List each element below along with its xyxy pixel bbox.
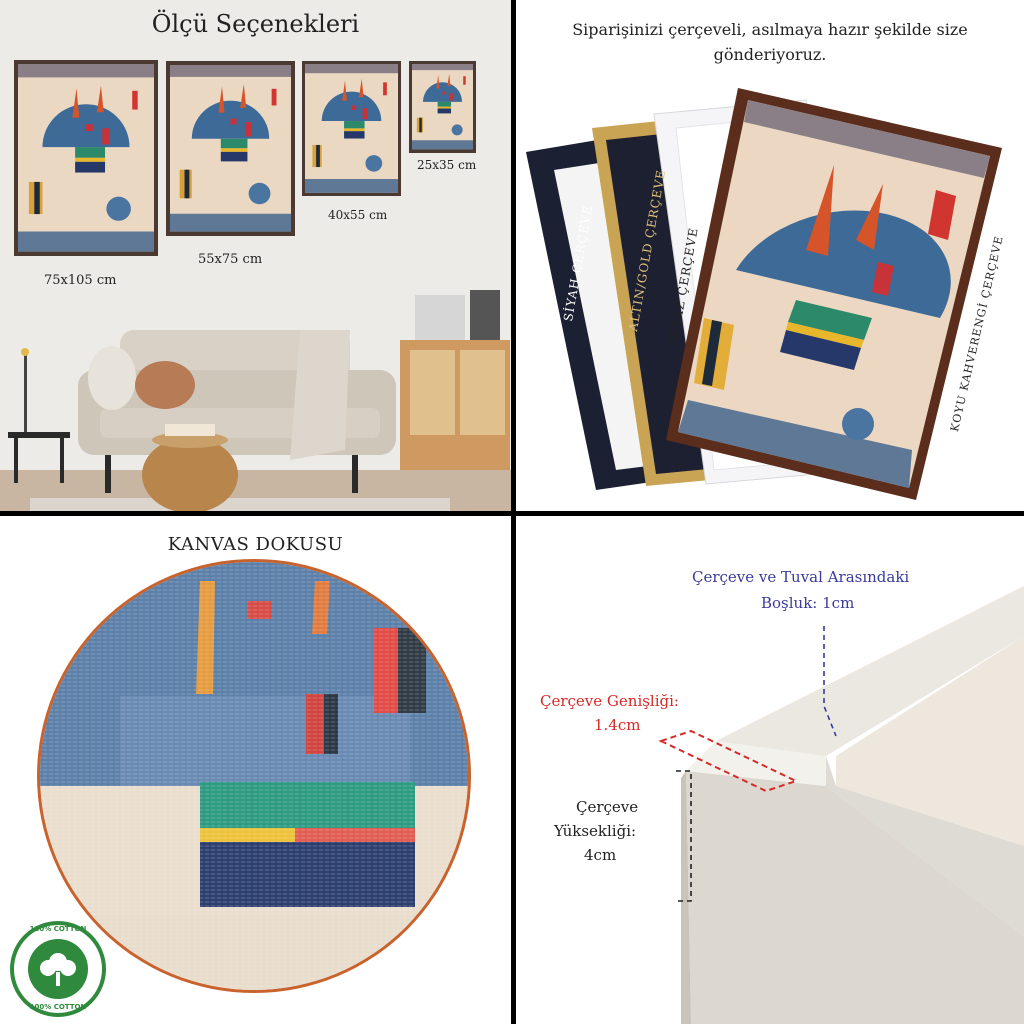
size-options-panel: Ölçü Seçenekleri 75x105 cm 55x75 cm 40x5… bbox=[0, 0, 511, 511]
frame-stack-illustration bbox=[526, 88, 1002, 500]
size-label-55x75: 55x75 cm bbox=[198, 252, 263, 267]
side-table bbox=[8, 348, 70, 483]
width-label-line2: 1.4cm bbox=[594, 716, 641, 734]
frame-headline-line2: gönderiyoruz. bbox=[713, 45, 827, 64]
cotton-icon bbox=[40, 953, 76, 986]
gap-label-line1: Çerçeve ve Tuval Arasındaki bbox=[692, 568, 910, 586]
canvas-texture-panel: KANVAS DOKUSU bbox=[0, 516, 511, 1024]
size-label-40x55: 40x55 cm bbox=[328, 208, 388, 222]
brown-frame bbox=[666, 88, 1002, 500]
cabinet bbox=[400, 290, 510, 470]
cotton-badge bbox=[10, 921, 106, 1017]
sofa bbox=[78, 330, 396, 493]
height-label-line1: Çerçeve bbox=[576, 798, 639, 816]
size-frame-25x35 bbox=[409, 61, 476, 153]
width-label-line1: Çerçeve Genişliği: bbox=[540, 692, 679, 710]
size-frame-75x105 bbox=[14, 60, 158, 256]
badge-text-top: 100% COTTON bbox=[29, 925, 87, 933]
size-frame-40x55 bbox=[302, 61, 401, 196]
size-title: Ölçü Seçenekleri bbox=[151, 10, 360, 38]
badge-text-bottom: 100% COTTON bbox=[29, 1003, 87, 1011]
size-label-25x35: 25x35 cm bbox=[417, 158, 477, 172]
frame-corner-illustration bbox=[658, 586, 1024, 1024]
size-frame-55x75 bbox=[166, 61, 295, 236]
canvas-title: KANVAS DOKUSU bbox=[167, 534, 344, 555]
height-label-line2: Yüksekliği: bbox=[554, 822, 637, 840]
rattan-table bbox=[142, 424, 238, 511]
frame-options-panel: Siparişinizi çerçeveli, asılmaya hazır ş… bbox=[516, 0, 1024, 511]
size-label-75x105: 75x105 cm bbox=[44, 273, 117, 288]
living-room-scene bbox=[0, 0, 511, 511]
frame-headline-line1: Siparişinizi çerçeveli, asılmaya hazır ş… bbox=[572, 20, 968, 39]
gap-label-line2: Boşluk: 1cm bbox=[761, 594, 855, 612]
frame-spec-panel: Çerçeve ve Tuval Arasındaki Boşluk: 1cm … bbox=[516, 516, 1024, 1024]
height-label-line3: 4cm bbox=[584, 846, 617, 864]
canvas-closeup bbox=[10, 559, 471, 1017]
